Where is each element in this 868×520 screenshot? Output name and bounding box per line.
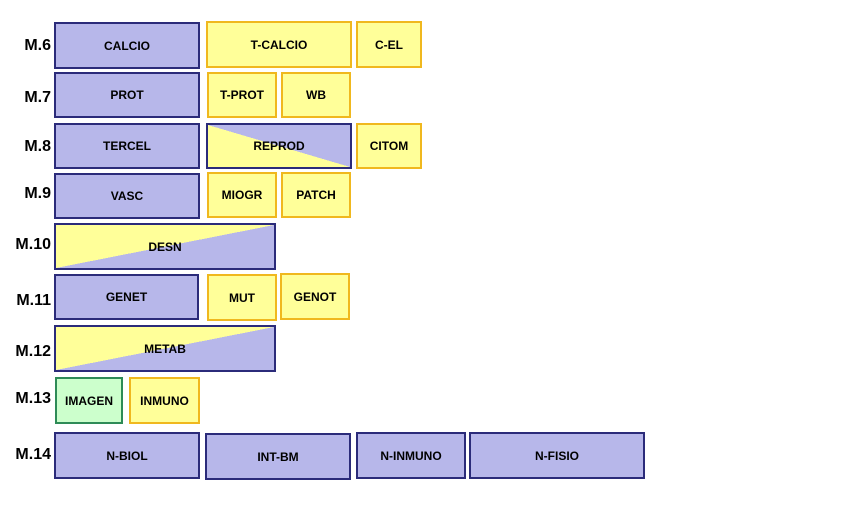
module-box-tercel: TERCEL [54, 123, 200, 169]
module-box-vasc: VASC [54, 173, 200, 219]
module-box-calcio: CALCIO [54, 22, 200, 69]
module-box-int-bm: INT-BM [205, 433, 351, 480]
module-box-miogr: MIOGR [207, 172, 277, 218]
module-box-t-calcio: T-CALCIO [206, 21, 352, 68]
module-box-imagen: IMAGEN [55, 377, 123, 424]
module-box-prot: PROT [54, 72, 200, 118]
row-label-m7: M.7 [24, 89, 51, 106]
row-label-m9: M.9 [24, 185, 51, 202]
module-box-patch: PATCH [281, 172, 351, 218]
module-box-n-fisio: N-FISIO [469, 432, 645, 479]
module-box-wb: WB [281, 72, 351, 118]
module-box-reprod: REPROD [206, 123, 352, 169]
module-box-n-biol: N-BIOL [54, 432, 200, 479]
row-label-m8: M.8 [24, 138, 51, 155]
module-box-n-inmuno: N-INMUNO [356, 432, 466, 479]
module-box-c-el: C-EL [356, 21, 422, 68]
module-box-metab: METAB [54, 325, 276, 372]
module-box-mut: MUT [207, 274, 277, 321]
module-box-t-prot: T-PROT [207, 72, 277, 118]
module-box-citom: CITOM [356, 123, 422, 169]
row-label-m11: M.11 [16, 292, 51, 309]
module-box-inmuno: INMUNO [129, 377, 200, 424]
module-box-desn: DESN [54, 223, 276, 270]
row-label-m10: M.10 [15, 236, 51, 253]
module-box-genet: GENET [54, 274, 199, 320]
row-label-m6: M.6 [24, 37, 51, 54]
module-box-genot: GENOT [280, 273, 350, 320]
row-label-m14: M.14 [15, 446, 51, 463]
row-label-m13: M.13 [15, 390, 51, 407]
row-label-m12: M.12 [15, 343, 51, 360]
